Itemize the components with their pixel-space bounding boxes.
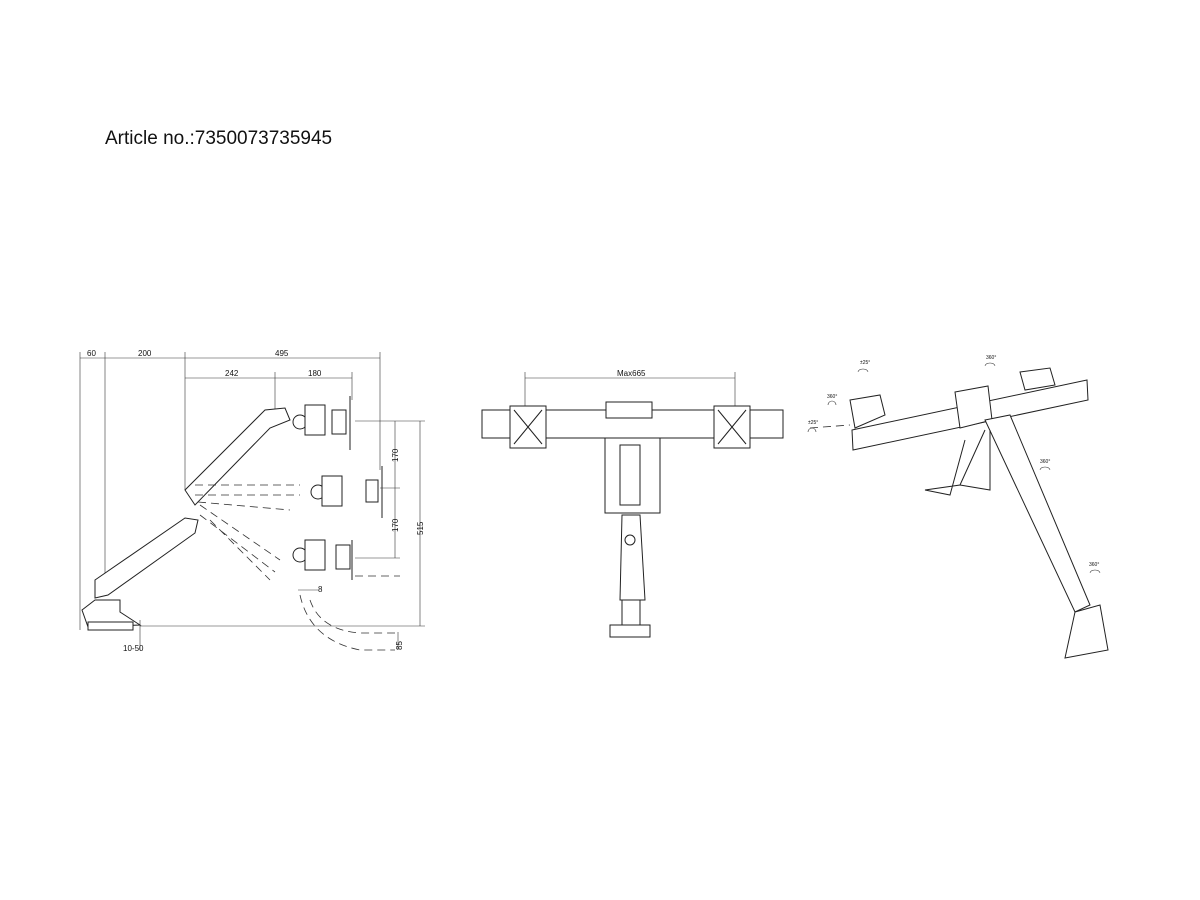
dim-base-offset: 60 [87,349,96,358]
rotation-label: ±25° [808,420,818,426]
dim-height-down: 170 [391,518,400,532]
article-number: Article no.:7350073735945 [105,128,333,149]
dim-drop: 85 [395,641,404,650]
dim-height-up: 170 [391,448,400,462]
rotation-label: 360° [986,355,996,361]
dim-max-width: Max665 [617,369,646,378]
rotation-label: 360° [1040,459,1050,465]
monitor-arm-side [81,396,400,651]
rotation-label: ±25° [860,360,870,366]
dim-total-height: 515 [416,521,425,535]
dim-arm-reach-1: 200 [138,349,152,358]
side-view: 60 200 495 242 180 170 170 515 8 10-50 8… [79,349,425,653]
perspective-view: ±25° 360° ±25° 360° 360° 360° [807,355,1109,659]
rotation-label: 360° [1089,562,1099,568]
dim-head-depth: 180 [308,369,322,378]
rotation-label: 360° [827,394,837,400]
dim-total-reach: 495 [275,349,289,358]
dim-desk-thickness: 10-50 [123,644,144,653]
front-view: Max665 [481,369,784,638]
arm-perspective [984,414,1091,613]
dim-tilt-offset: 8 [318,585,323,594]
dim-arm-reach-2: 242 [225,369,239,378]
dimension-lines [79,352,425,650]
